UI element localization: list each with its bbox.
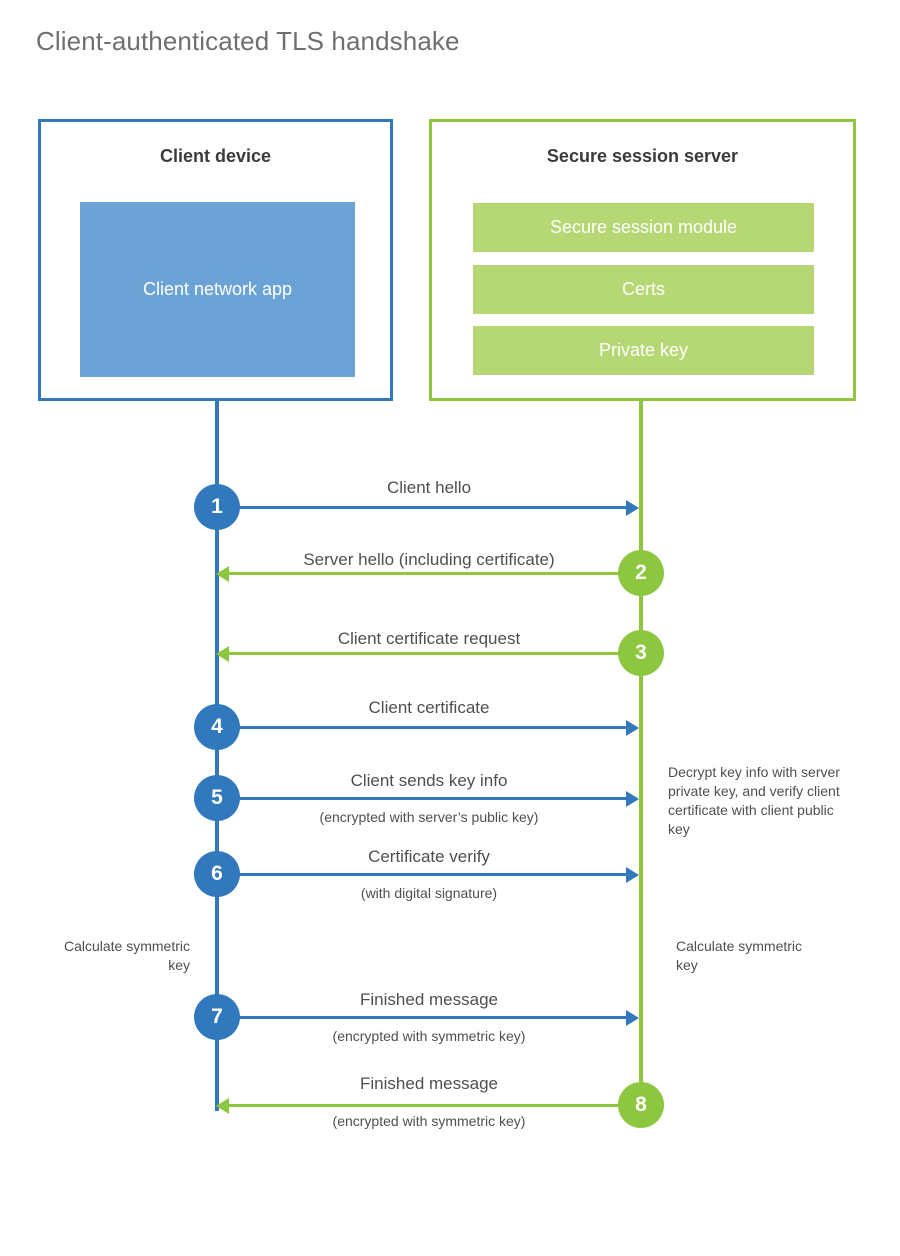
message-7-sublabel: (encrypted with symmetric key): [332, 1028, 526, 1044]
message-1-arrowhead-icon: [626, 500, 639, 516]
client-lifeline: [215, 398, 219, 1111]
server-lifeline: [639, 398, 643, 1105]
message-7-arrowhead-icon: [626, 1010, 639, 1026]
message-5-line: [217, 797, 629, 800]
message-7-line: [217, 1016, 629, 1019]
message-6-sublabel: (with digital signature): [360, 885, 498, 901]
message-3-line: [229, 652, 629, 655]
step-marker-8[interactable]: 8: [618, 1082, 664, 1128]
server-decrypt-note: Decrypt key info with server private key…: [668, 764, 840, 837]
client-device-box: Client device Client network app: [38, 119, 393, 401]
message-4-line: [217, 726, 629, 729]
message-4-label: Client certificate: [368, 698, 490, 717]
message-8-label: Finished message: [360, 1074, 498, 1093]
message-1-label: Client hello: [386, 478, 472, 497]
message-8-arrowhead-icon: [216, 1098, 229, 1114]
client-device-title: Client device: [159, 146, 272, 166]
message-1-line: [217, 506, 629, 509]
message-5-arrowhead-icon: [626, 791, 639, 807]
message-5-label: Client sends key info: [350, 771, 508, 790]
message-2-label: Server hello (including certificate): [303, 550, 555, 569]
message-2-line: [229, 572, 629, 575]
step-marker-5[interactable]: 5: [194, 775, 240, 821]
message-4-arrowhead-icon: [626, 720, 639, 736]
step-marker-3[interactable]: 3: [618, 630, 664, 676]
server-component-certs: Certs: [473, 265, 814, 314]
message-5-sublabel: (encrypted with server’s public key): [319, 809, 539, 825]
message-3-arrowhead-icon: [216, 646, 229, 662]
message-6-label: Certificate verify: [368, 847, 490, 866]
message-8-sublabel: (encrypted with symmetric key): [332, 1113, 526, 1129]
server-calculate-symmetric-key-note: Calculate symmetric key: [676, 938, 803, 973]
page-title: Client-authenticated TLS handshake: [36, 26, 460, 56]
message-3-label: Client certificate request: [337, 629, 521, 648]
client-network-app-block: Client network app: [80, 202, 355, 377]
step-marker-6[interactable]: 6: [194, 851, 240, 897]
message-6-arrowhead-icon: [626, 867, 639, 883]
client-calculate-symmetric-key-note: Calculate symmetric key: [63, 938, 190, 973]
step-marker-7[interactable]: 7: [194, 994, 240, 1040]
message-7-label: Finished message: [360, 990, 498, 1009]
message-8-line: [229, 1104, 629, 1107]
server-component-secure-session-module: Secure session module: [473, 203, 814, 252]
secure-session-server-box: Secure session server Secure session mod…: [429, 119, 856, 401]
step-marker-1[interactable]: 1: [194, 484, 240, 530]
secure-session-server-title: Secure session server: [546, 146, 739, 166]
step-marker-4[interactable]: 4: [194, 704, 240, 750]
server-component-private-key: Private key: [473, 326, 814, 375]
message-2-arrowhead-icon: [216, 566, 229, 582]
message-6-line: [217, 873, 629, 876]
step-marker-2[interactable]: 2: [618, 550, 664, 596]
